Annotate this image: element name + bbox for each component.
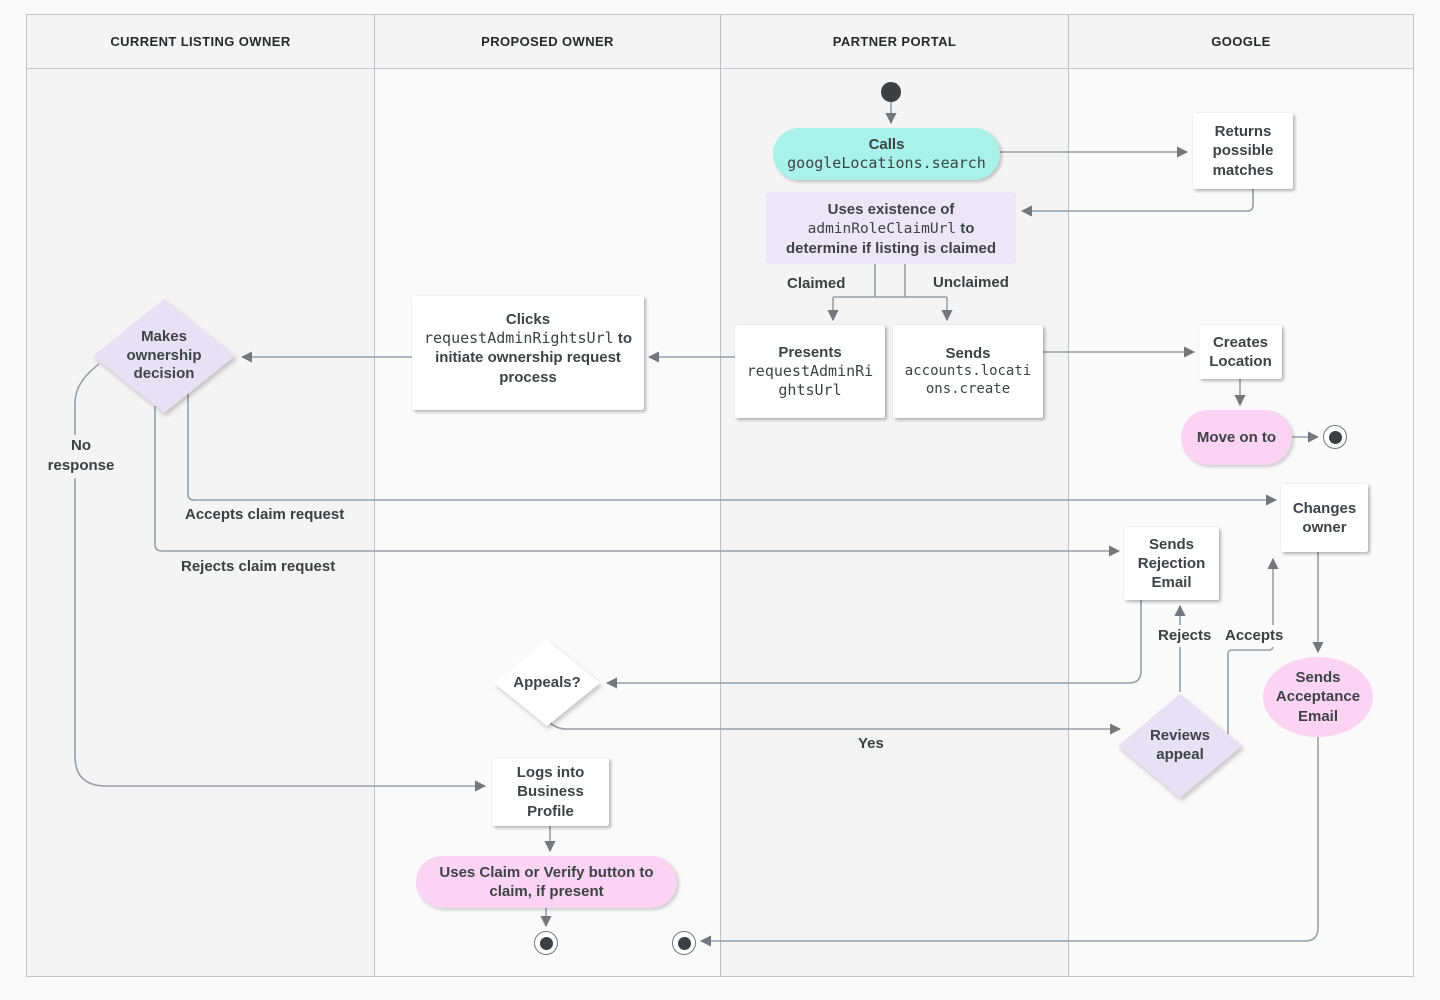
- node-text: Uses Claim or Verify button to claim, if…: [439, 863, 654, 900]
- node-text: Changes owner: [1292, 499, 1357, 536]
- node-presents-requestadminrightsurl: Presents requestAdminRightsUrl: [735, 325, 885, 418]
- node-text: Appeals?: [513, 673, 581, 691]
- lane-title: PARTNER PORTAL: [832, 34, 957, 49]
- edge-label-no-response: No response: [36, 435, 126, 478]
- node-text: Returns possible matches: [1212, 123, 1274, 179]
- end-node: [534, 931, 558, 955]
- edge-label-accepts-claim-request: Accepts claim request: [180, 504, 350, 527]
- node-text: to determine if listing is claimed: [785, 220, 997, 257]
- node-sends-rejection-email: Sends Rejection Email: [1124, 527, 1219, 600]
- node-creates-location: Creates Location: [1199, 325, 1282, 379]
- node-appeals: Appeals?: [494, 640, 600, 726]
- lane-header-google: GOOGLE: [1069, 15, 1413, 69]
- node-title: Calls: [868, 135, 905, 153]
- edge-label-rejects: Rejects: [1153, 625, 1217, 648]
- lane-header-proposed-owner: PROPOSED OWNER: [375, 15, 720, 69]
- lane-divider: [1068, 14, 1069, 977]
- node-move-on-to: Move on to: [1181, 410, 1292, 465]
- node-sends-accounts-locations-create: Sends accounts.locations.create: [893, 325, 1043, 418]
- lane-title: CURRENT LISTING OWNER: [110, 34, 291, 49]
- lane-title: PROPOSED OWNER: [481, 34, 614, 49]
- node-text: Sends Rejection Email: [1137, 535, 1206, 592]
- node-text: Logs into Business Profile: [516, 764, 585, 820]
- node-text: Reviews appeal: [1149, 727, 1211, 763]
- node-uses-existence: Uses existence of adminRoleClaimUrl to d…: [766, 192, 1016, 264]
- node-code: requestAdminRightsUrl: [424, 329, 614, 348]
- node-text: Makes ownership decision: [126, 327, 202, 383]
- node-logs-into-business-profile: Logs into Business Profile: [492, 758, 609, 826]
- node-code: adminRoleClaimUrl: [807, 221, 957, 238]
- node-text: Creates Location: [1209, 333, 1272, 370]
- end-node: [672, 931, 696, 955]
- start-node: [881, 82, 901, 102]
- node-makes-ownership-decision: Makes ownership decision: [93, 299, 235, 413]
- node-text: Sends Acceptance Email: [1275, 669, 1361, 725]
- node-returns-possible-matches: Returns possible matches: [1193, 113, 1293, 189]
- edge-label-rejects-claim-request: Rejects claim request: [176, 556, 341, 579]
- end-node: [1323, 425, 1347, 449]
- node-code: accounts.locations.create: [904, 363, 1032, 398]
- lane-proposed-owner: [374, 14, 720, 977]
- lane-current-listing-owner: [26, 14, 374, 977]
- edge-label-unclaimed: Unclaimed: [928, 272, 1014, 295]
- lane-divider: [374, 14, 375, 977]
- edge-label-yes: Yes: [853, 733, 889, 756]
- node-title: Presents: [778, 343, 842, 361]
- node-uses-claim-or-verify: Uses Claim or Verify button to claim, if…: [416, 856, 677, 908]
- node-code: googleLocations.search: [787, 154, 986, 172]
- edge-label-claimed: Claimed: [782, 273, 851, 296]
- lane-header-partner-portal: PARTNER PORTAL: [721, 15, 1068, 69]
- node-changes-owner: Changes owner: [1281, 484, 1368, 552]
- node-code: requestAdminRightsUrl: [746, 361, 874, 400]
- node-title: Clicks: [505, 311, 551, 328]
- node-text: Move on to: [1196, 428, 1277, 446]
- lane-header-current-listing-owner: CURRENT LISTING OWNER: [27, 15, 374, 69]
- lane-title: GOOGLE: [1211, 34, 1271, 49]
- node-sends-acceptance-email: Sends Acceptance Email: [1263, 657, 1373, 737]
- node-reviews-appeal: Reviews appeal: [1118, 694, 1242, 798]
- edge-label-accepts: Accepts: [1220, 625, 1289, 648]
- node-text: to initiate ownership request process: [435, 330, 632, 386]
- node-text: Uses existence of: [827, 201, 955, 218]
- node-calls-googlelocations-search: Calls googleLocations.search: [773, 128, 1000, 180]
- node-title: Sends: [945, 345, 991, 362]
- lane-divider: [720, 14, 721, 977]
- node-clicks-requestadminrightsurl: Clicks requestAdminRightsUrl to initiate…: [412, 296, 644, 410]
